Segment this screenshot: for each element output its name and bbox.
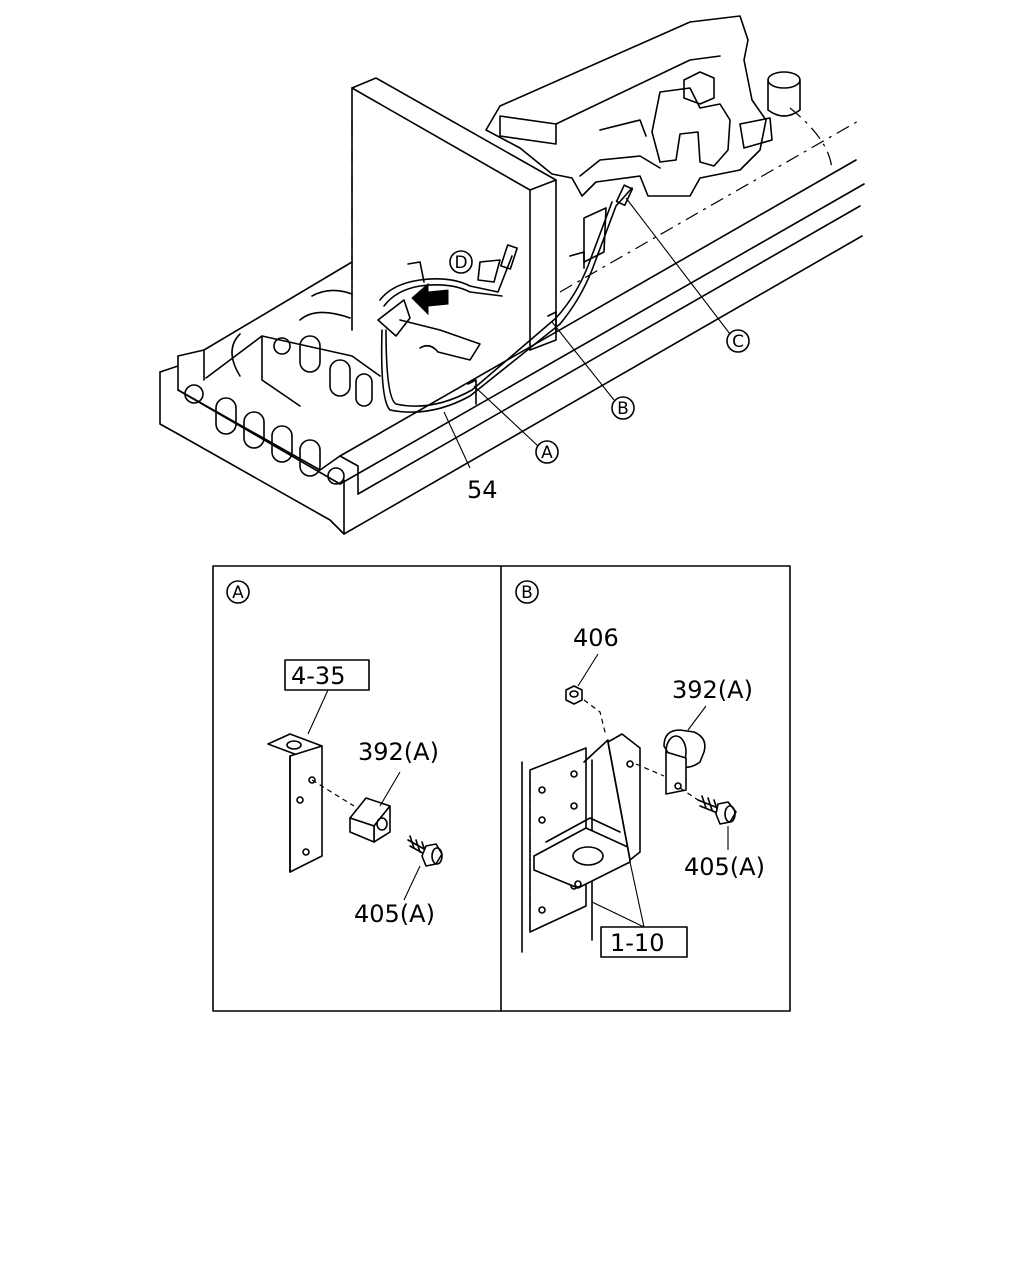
ref-box-4-35-text: 4-35 [291,662,345,690]
ref-box-4-35 [284,659,370,691]
detail-a: A 4-35 392(A) [226,580,443,928]
callout-c: C [726,329,750,353]
cab-panel [351,77,557,351]
bracket-1-10 [533,733,641,889]
clip-392-b [635,729,706,795]
part-392-a-label: 392(A) [358,738,439,766]
clip-392-a [349,797,391,843]
main-view: 54 A B C D [159,15,865,535]
nut-406 [565,685,607,737]
callout-a-text: A [541,443,553,463]
part-405-a-label: 405(A) [354,900,435,928]
part-405-b-label: 405(A) [684,853,765,881]
detail-a-header: A [232,583,244,603]
bolt-405-b [679,787,737,825]
chassis-frame [159,119,865,535]
part-406-label: 406 [573,624,619,652]
detail-frame [212,565,791,1012]
detail-b-header: B [521,583,533,603]
wire-harness-54 [377,184,634,413]
callout-b: B [611,396,635,420]
bracket-4-35 [267,733,355,873]
callout-a: A [535,440,559,464]
leader-lines [443,197,731,469]
bolt-405-a [407,835,443,867]
engine-assembly [485,15,833,197]
detail-b: B [515,580,765,958]
callout-d: D [449,250,473,274]
callout-d-text: D [454,253,467,273]
part-392-b-label: 392(A) [672,676,753,704]
callout-c-text: C [732,332,744,352]
part-54-label: 54 [467,476,498,504]
callout-b-text: B [617,399,629,419]
ref-box-1-10-text: 1-10 [610,929,664,957]
